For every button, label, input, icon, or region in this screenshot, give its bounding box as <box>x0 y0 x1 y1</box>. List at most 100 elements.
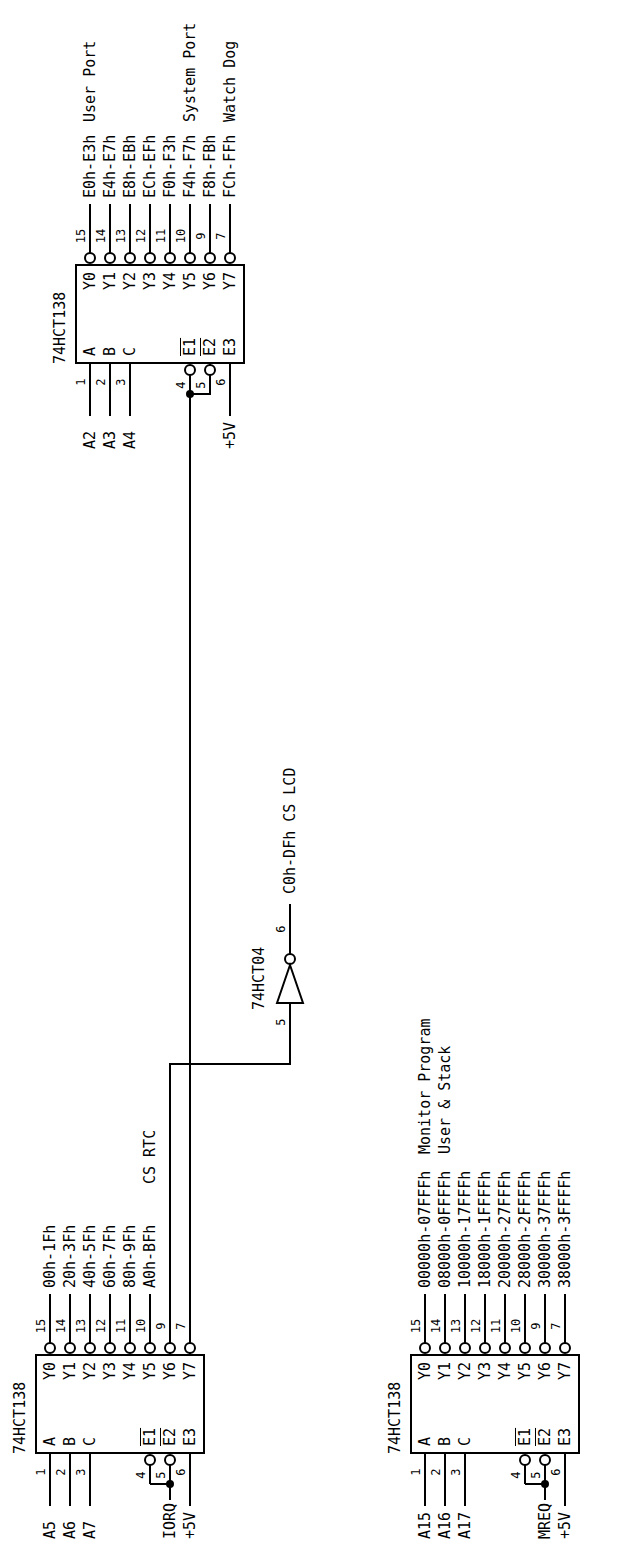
part-number: 74HCT138 <box>386 1382 404 1454</box>
signal-label: 28000h-2FFFFh <box>516 1171 534 1288</box>
pin-name: E1 <box>141 1428 159 1446</box>
pin-number: 5 <box>154 1471 168 1478</box>
inversion-bubble <box>520 1455 530 1465</box>
inversion-bubble <box>185 365 195 375</box>
signal-label: A5 <box>41 1521 59 1539</box>
wire <box>109 204 111 253</box>
signal-label: A7 <box>81 1521 99 1539</box>
wire <box>464 1294 466 1343</box>
pin-number: 4 <box>134 1471 148 1478</box>
inversion-bubble <box>165 253 175 263</box>
signal-label: 38000h-3FFFFh <box>556 1171 574 1288</box>
pin-name: B <box>61 1437 79 1446</box>
inversion-bubble <box>185 1343 195 1353</box>
pin-number: 13 <box>74 1319 88 1333</box>
pin-name: E3 <box>556 1428 574 1446</box>
junction-dot <box>542 1481 548 1487</box>
wire <box>444 1454 446 1506</box>
pin-number: 7 <box>549 1322 563 1329</box>
inverter-triangle <box>277 965 303 1003</box>
pin-number: 2 <box>94 378 108 385</box>
pin-number: 3 <box>449 1468 463 1475</box>
inversion-bubble <box>440 1343 450 1353</box>
inversion-bubble <box>225 253 235 263</box>
signal-label: 40h-5Fh <box>81 1225 99 1288</box>
wire <box>89 1454 91 1506</box>
wire <box>484 1294 486 1343</box>
inversion-bubble <box>125 1343 135 1353</box>
signal-label: 10000h-17FFFh <box>456 1171 474 1288</box>
signal-label: +5V <box>221 422 239 449</box>
signal-label: C0h-DFh CS LCD <box>281 768 299 894</box>
inversion-bubble <box>520 1343 530 1353</box>
inversion-bubble <box>145 1455 155 1465</box>
pin-name: Y7 <box>556 1362 574 1380</box>
inversion-bubble <box>165 1455 175 1465</box>
pin-number: 13 <box>449 1319 463 1333</box>
pin-name: Y1 <box>61 1362 79 1380</box>
signal-wire <box>170 1004 290 1354</box>
wire <box>544 1294 546 1343</box>
pin-name: Y2 <box>456 1362 474 1380</box>
inversion-bubble <box>560 1343 570 1353</box>
wire <box>129 204 131 253</box>
signal-label: A17 <box>456 1512 474 1539</box>
pin-name: Y7 <box>221 272 239 290</box>
pin-name: Y4 <box>121 1362 139 1380</box>
pin-name: C <box>456 1437 474 1446</box>
signal-label: A16 <box>436 1512 454 1539</box>
wire <box>209 375 211 394</box>
pin-name: Y5 <box>516 1362 534 1380</box>
inversion-bubble <box>105 1343 115 1353</box>
wire <box>49 1294 51 1343</box>
wire <box>69 1294 71 1343</box>
inversion-bubble <box>205 253 215 263</box>
pin-number: 13 <box>114 229 128 243</box>
wire <box>424 1454 426 1506</box>
wire <box>444 1294 446 1343</box>
signal-label: E4h-E7h <box>101 135 119 198</box>
pin-number: 3 <box>74 1468 88 1475</box>
pin-name: Y0 <box>81 272 99 290</box>
wire <box>49 1454 51 1506</box>
pin-name: Y4 <box>161 272 179 290</box>
part-number: 74HCT138 <box>11 1382 29 1454</box>
pin-name: Y1 <box>101 272 119 290</box>
pin-name: E1 <box>181 338 199 356</box>
junction-dot <box>187 391 193 397</box>
wire <box>129 1294 131 1343</box>
wire <box>89 364 91 416</box>
wire <box>504 1294 506 1343</box>
pin-name: A <box>416 1437 434 1446</box>
signal-label: A15 <box>416 1512 434 1539</box>
pin-name: Y5 <box>181 272 199 290</box>
pin-number: 9 <box>529 1322 543 1329</box>
pin-name: Y2 <box>81 1362 99 1380</box>
inversion-bubble <box>165 1343 175 1353</box>
signal-label: 80h-9Fh <box>121 1225 139 1288</box>
wire <box>209 204 211 253</box>
pin-name: A <box>41 1437 59 1446</box>
signal-label: F0h-F3h <box>161 135 179 198</box>
signal-label: 00h-1Fh <box>41 1225 59 1288</box>
wire <box>464 1454 466 1506</box>
pin-name: B <box>436 1437 454 1446</box>
pin-number: 1 <box>74 378 88 385</box>
signal-label: ECh-EFh <box>141 135 159 198</box>
signal-label: F8h-FBh <box>201 135 219 198</box>
signal-label: CS RTC <box>141 1130 159 1184</box>
decoder-ic: 74HCT138ABCE1E2E3Y0Y1Y2Y3Y4Y5Y6Y7 <box>75 264 245 364</box>
signal-label: 60h-7Fh <box>101 1225 119 1288</box>
decoder-ic: 74HCT138ABCE1E2E3Y0Y1Y2Y3Y4Y5Y6Y7 <box>35 1354 205 1454</box>
inversion-bubble <box>105 253 115 263</box>
signal-label: 18000h-1FFFFh <box>476 1171 494 1288</box>
inversion-bubble <box>420 1343 430 1353</box>
wire <box>69 1454 71 1506</box>
inversion-bubble <box>145 1343 155 1353</box>
signal-label: A2 <box>81 431 99 449</box>
pin-name: Y0 <box>416 1362 434 1380</box>
pin-number: 12 <box>469 1319 483 1333</box>
pin-number: 10 <box>134 1319 148 1333</box>
inversion-bubble <box>85 1343 95 1353</box>
wire <box>129 364 131 416</box>
